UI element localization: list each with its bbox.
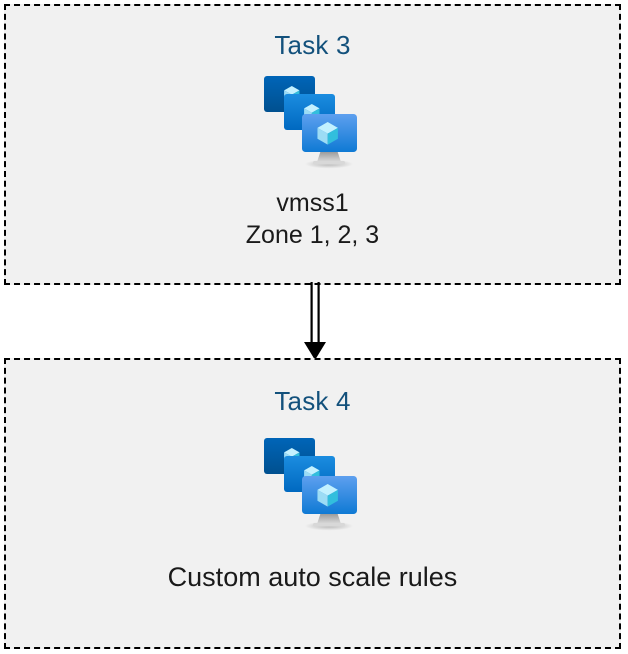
task-panel-task3: Task 3 <box>4 4 621 285</box>
panel-caption-group-task4: Custom auto scale rules <box>168 561 458 593</box>
virtual-machine-scale-set-icon <box>258 434 368 539</box>
connector-arrow-task3-to-task4 <box>296 282 336 362</box>
virtual-machine-scale-set-icon <box>258 72 368 177</box>
caption-autoscale-rules: Custom auto scale rules <box>167 562 458 592</box>
panel-title-task3: Task 3 <box>274 30 351 60</box>
panel-caption-group-task3: vmss1 Zone 1, 2, 3 <box>246 187 379 251</box>
task-panel-task4: Task 4 <box>4 358 621 649</box>
caption-vmss-zones: Zone 1, 2, 3 <box>245 221 380 249</box>
panel-title-task4: Task 4 <box>274 386 351 416</box>
caption-vmss-name: vmss1 <box>276 189 349 217</box>
